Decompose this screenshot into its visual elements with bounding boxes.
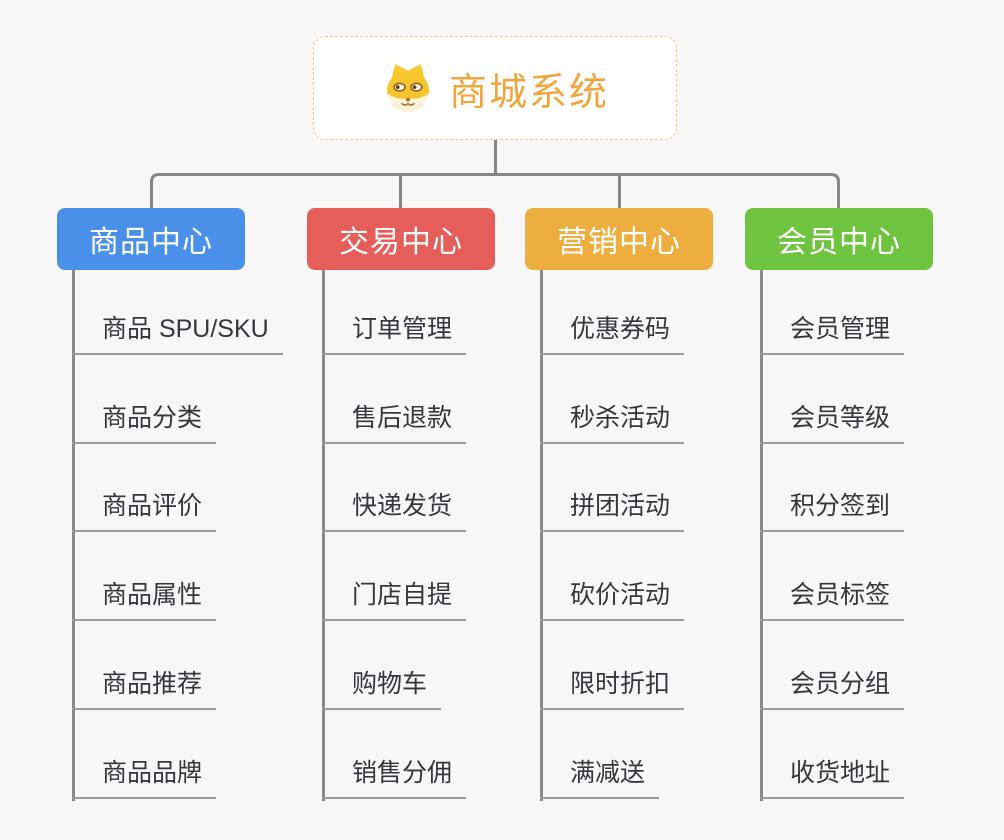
branch-label: 营销中心	[557, 226, 681, 259]
sub-item-label: 会员等级	[760, 398, 905, 444]
sub-item-label: 秒杀活动	[540, 398, 685, 444]
sub-topic-node[interactable]: 积分签到	[760, 444, 905, 533]
sub-item-label: 商品分类	[72, 398, 217, 444]
sub-topic-node[interactable]: 砍价活动	[540, 532, 685, 622]
sub-item-label: 优惠券码	[540, 309, 685, 355]
sub-item-label: 会员分组	[760, 664, 905, 710]
sub-topic-node[interactable]: 满减送	[540, 710, 684, 799]
sub-item-label: 销售分佣	[322, 753, 467, 799]
branch-label: 会员中心	[777, 226, 901, 259]
branch: 交易中心 订单管理 售后退款 快递发货 门店自提 购物车 销售分佣	[307, 208, 527, 801]
branch-node[interactable]: 交易中心	[307, 208, 495, 270]
sub-item-label: 收货地址	[760, 753, 905, 799]
sub-topic-node[interactable]: 会员分组	[760, 621, 905, 710]
sub-item-label: 购物车	[322, 664, 442, 710]
sub-topic-node[interactable]: 会员等级	[760, 355, 905, 444]
sub-topic-node[interactable]: 购物车	[322, 621, 466, 710]
sub-item-label: 商品 SPU/SKU	[72, 309, 283, 355]
sub-topic-node[interactable]: 会员标签	[760, 532, 905, 622]
branch-connector-line	[322, 270, 325, 801]
sub-topic-node[interactable]: 商品评价	[72, 444, 283, 533]
sub-item-label: 商品推荐	[72, 664, 217, 710]
sub-topic-node[interactable]: 订单管理	[322, 266, 467, 355]
sub-item-label: 订单管理	[322, 309, 467, 355]
sub-topic-node[interactable]: 会员管理	[760, 266, 905, 355]
sub-topic-node[interactable]: 拼团活动	[540, 444, 685, 533]
branch-connector-line	[540, 270, 543, 801]
sub-topic-node[interactable]: 销售分佣	[322, 710, 467, 799]
sub-item-label: 快递发货	[322, 486, 467, 533]
sub-topic-node[interactable]: 商品 SPU/SKU	[72, 266, 283, 355]
sub-item-label: 售后退款	[322, 398, 467, 444]
sub-topic-node[interactable]: 快递发货	[322, 444, 467, 533]
branch-node[interactable]: 商品中心	[57, 208, 245, 270]
sub-item-label: 商品品牌	[72, 753, 217, 799]
root-topic-title: 商城系统	[448, 71, 609, 114]
sub-item-label: 会员标签	[760, 575, 905, 622]
branch-items: 优惠券码 秒杀活动 拼团活动 砍价活动 限时折扣 满减送	[540, 266, 685, 799]
sub-topic-node[interactable]: 秒杀活动	[540, 355, 685, 444]
branch: 会员中心 会员管理 会员等级 积分签到 会员标签 会员分组 收货地址	[745, 208, 965, 801]
sub-item-label: 限时折扣	[540, 664, 685, 710]
dog-face-icon	[386, 64, 430, 113]
sub-item-label: 会员管理	[760, 309, 905, 355]
sub-topic-node[interactable]: 优惠券码	[540, 266, 685, 355]
branch-items: 商品 SPU/SKU 商品分类 商品评价 商品属性 商品推荐 商品品牌	[72, 266, 283, 799]
branch: 商品中心 商品 SPU/SKU 商品分类 商品评价 商品属性 商品推荐 商品品牌	[57, 208, 283, 801]
branch-label: 交易中心	[339, 226, 463, 259]
sub-topic-node[interactable]: 商品分类	[72, 355, 283, 444]
sub-topic-node[interactable]: 商品推荐	[72, 621, 283, 710]
branch-node[interactable]: 会员中心	[745, 208, 933, 270]
sub-topic-node[interactable]: 商品属性	[72, 532, 283, 622]
sub-item-label: 砍价活动	[540, 575, 685, 622]
sub-item-label: 拼团活动	[540, 486, 685, 533]
branch: 营销中心 优惠券码 秒杀活动 拼团活动 砍价活动 限时折扣 满减送	[525, 208, 745, 801]
sub-item-label: 满减送	[540, 753, 660, 799]
root-topic-node[interactable]: 商城系统	[313, 36, 677, 140]
sub-item-label: 积分签到	[760, 486, 905, 533]
branch-connector-line	[72, 270, 75, 801]
branch-items: 订单管理 售后退款 快递发货 门店自提 购物车 销售分佣	[322, 266, 467, 799]
sub-item-label: 门店自提	[322, 575, 467, 622]
sub-item-label: 商品属性	[72, 575, 217, 622]
sub-topic-node[interactable]: 限时折扣	[540, 621, 685, 710]
branch-node[interactable]: 营销中心	[525, 208, 713, 270]
branch-connector-line	[760, 270, 763, 801]
sub-topic-node[interactable]: 商品品牌	[72, 710, 283, 799]
sub-topic-node[interactable]: 门店自提	[322, 532, 467, 622]
branch-items: 会员管理 会员等级 积分签到 会员标签 会员分组 收货地址	[760, 266, 905, 799]
sub-topic-node[interactable]: 收货地址	[760, 710, 905, 799]
sub-item-label: 商品评价	[72, 486, 217, 533]
branch-label: 商品中心	[89, 226, 213, 259]
sub-topic-node[interactable]: 售后退款	[322, 355, 467, 444]
